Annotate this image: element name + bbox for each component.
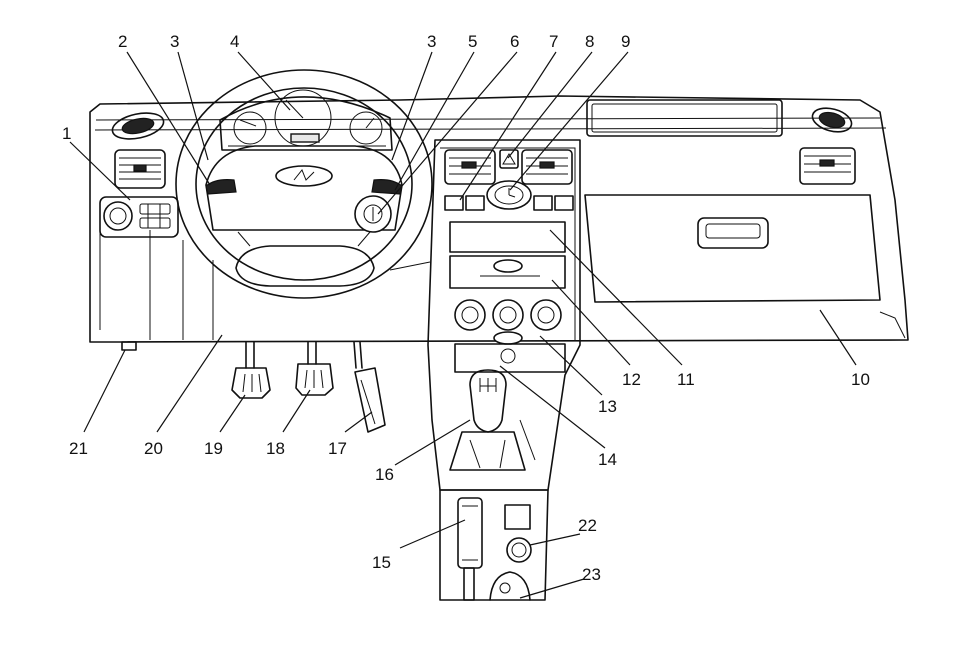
leader-lines [69,51,857,599]
radio-slot [449,221,566,253]
callout-3-left: 3 [170,32,179,51]
callout-2: 2 [118,32,127,51]
callout-4: 4 [230,32,239,51]
handbrake-lever [457,497,483,569]
callout-13: 13 [598,397,617,416]
accelerator-pedal [353,341,386,433]
steering-wheel [175,69,433,299]
lower-console-panel [454,331,566,373]
callout-7: 7 [549,32,558,51]
callout-6: 6 [510,32,519,51]
callout-15: 15 [372,553,391,572]
brake-pedal [295,341,334,396]
glovebox [584,194,881,303]
callout-19: 19 [204,439,223,458]
callout-11: 11 [677,370,695,389]
callout-20: 20 [144,439,163,458]
top-center-panel [586,99,783,137]
ignition-switch [354,195,392,233]
callout-14: 14 [598,450,617,469]
callout-18: 18 [266,439,285,458]
callout-23: 23 [582,565,601,584]
center-vent-right [521,149,573,185]
hood-release [121,341,137,351]
callout-17: 17 [328,439,347,458]
heater-knobs [454,299,562,331]
console-switches [444,195,574,211]
console-switch [504,504,531,530]
callout-3-right: 3 [427,32,436,51]
ashtray [489,571,531,601]
center-vent-left [444,149,496,185]
left-side-vent [114,149,166,189]
callout-12: 12 [622,370,641,389]
callout-8: 8 [585,32,594,51]
callout-22: 22 [578,516,597,535]
dashboard-body [89,95,909,343]
light-switch-block [99,196,179,238]
right-side-vent [799,147,856,185]
cigarette-lighter [506,537,532,563]
hazard-button [499,149,519,169]
storage-compartment [449,255,566,289]
clutch-pedal [231,341,271,399]
callout-1: 1 [62,124,71,143]
lower-console [439,489,549,601]
right-corner-vent [811,107,853,133]
clock [486,180,532,210]
gear-lever [449,369,536,471]
callout-9: 9 [621,32,630,51]
callout-labels: 1 2 3 4 3 5 6 7 8 9 10 11 12 13 14 15 16… [62,32,870,584]
callout-21: 21 [69,439,88,458]
callout-10: 10 [851,370,870,389]
left-corner-vent [111,112,165,140]
callout-5: 5 [468,32,477,51]
callout-16: 16 [375,465,394,484]
